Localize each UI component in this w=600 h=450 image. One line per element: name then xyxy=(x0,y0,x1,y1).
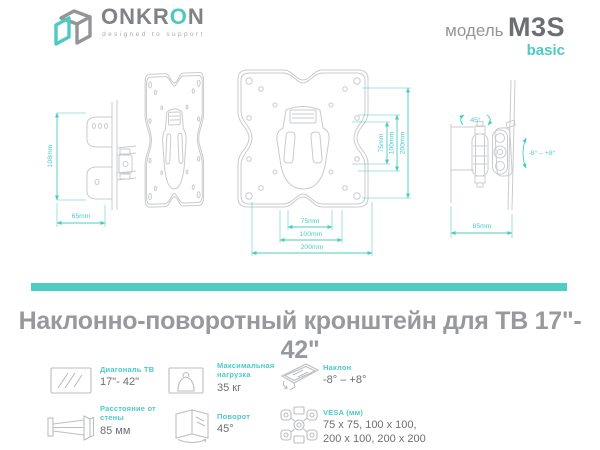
wall-distance-icon xyxy=(47,415,95,441)
teal-divider-bar xyxy=(31,283,567,291)
angle-tilt-label: -8° – +8° xyxy=(529,149,556,157)
tv-diagonal-icon xyxy=(50,367,92,394)
spec-value: 17"- 42" xyxy=(100,376,139,389)
dim-h75-label: 75mm xyxy=(301,218,320,225)
spec-label: Наклон xyxy=(323,363,352,372)
drawing-front-view: 75mm 100mm 200mm 75mm 100mm 200mm xyxy=(237,69,411,256)
spec-label: Максимальная нагрузка xyxy=(217,361,275,380)
dim-h100-label: 100mm xyxy=(300,231,323,238)
spec-label: Поворот xyxy=(217,412,251,421)
max-load-icon xyxy=(168,367,204,394)
tilt-icon xyxy=(280,363,320,391)
spec-label: Расстояние от стены xyxy=(100,404,156,423)
brand-tagline: designed to support xyxy=(102,31,205,38)
spec-value: 75 x 75, 100 x 100, 200 x 100, 200 x 200 xyxy=(323,419,426,445)
spec-value: -8° – +8° xyxy=(323,374,367,387)
brand-wordmark: ONKRON xyxy=(101,4,205,29)
model-label: модель xyxy=(445,21,504,40)
dim-v75-label: 75mm xyxy=(378,133,385,152)
page-title: Наклонно-поворотный кронштейн для ТВ 17"… xyxy=(18,307,582,364)
spec-value: 35 кг xyxy=(217,381,242,394)
drawing-three-quarter-view: 108mm 65mm xyxy=(47,71,205,227)
dim-h200-label: 200mm xyxy=(301,244,324,251)
spec-label: Диагональ ТВ xyxy=(100,365,155,374)
spec-value: 45° xyxy=(217,423,234,436)
drawing-side-view: 45° -8° – +8° 85mm xyxy=(450,79,556,238)
dim-depth-label: 65mm xyxy=(72,213,91,220)
model-name: M3S xyxy=(507,12,565,42)
onkron-cube-icon xyxy=(54,9,92,46)
model-variant: basic xyxy=(526,42,565,59)
dim-height-label: 108mm xyxy=(47,144,54,167)
dim-wall-depth-label: 85mm xyxy=(473,223,492,230)
brand-logo: ONKRON designed to support xyxy=(48,6,205,54)
spec-label: VESA (мм) xyxy=(323,408,364,417)
dim-v200-label: 200mm xyxy=(400,131,407,154)
swivel-icon xyxy=(175,409,209,444)
spec-value: 85 мм xyxy=(100,424,131,437)
vesa-icon xyxy=(280,406,318,444)
angle-swivel-label: 45° xyxy=(470,116,481,124)
dim-v100-label: 100mm xyxy=(389,131,396,154)
model-block: модель M3S basic xyxy=(445,12,565,59)
